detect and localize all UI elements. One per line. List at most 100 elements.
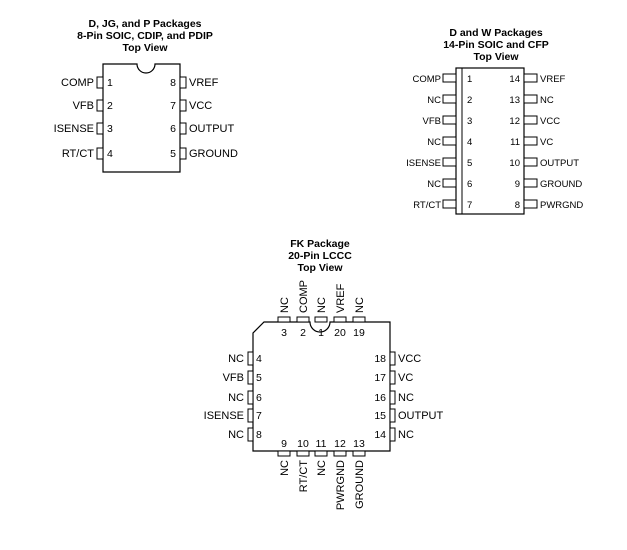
pin-name: VREF — [189, 77, 219, 89]
pin-lead — [314, 450, 328, 457]
pin-number: 3 — [107, 123, 113, 135]
pin-name: NC — [540, 95, 554, 106]
pin-number: 10 — [297, 438, 309, 450]
pin-name: PWRGND — [540, 200, 583, 211]
pin-name: RT/CT — [62, 148, 94, 160]
pin-name: NC — [228, 392, 244, 404]
pin-name: ISENSE — [54, 123, 94, 135]
pin-name: OUTPUT — [398, 410, 444, 422]
pin-lead — [277, 450, 291, 457]
pin-lead — [442, 199, 457, 209]
pin-lead — [442, 94, 457, 104]
pin-name: VFB — [223, 372, 244, 384]
package-title-line: D and W Packages — [449, 27, 543, 39]
pin-number: 7 — [467, 200, 472, 211]
package-20pin-lccc: FK Package 20-Pin LCCC Top View NC COMP … — [204, 238, 444, 510]
pin-name: NC — [316, 297, 328, 313]
pin-lead — [389, 370, 396, 385]
pin-name: VC — [398, 372, 413, 384]
pin-lead — [352, 450, 366, 457]
package-8pin: D, JG, and P Packages 8-Pin SOIC, CDIP, … — [54, 18, 238, 173]
pin-number: 11 — [510, 137, 520, 148]
pin-number: 5 — [256, 372, 262, 384]
pin-number: 20 — [334, 327, 346, 339]
pin-lead — [389, 390, 396, 405]
pin-number: 5 — [170, 148, 176, 160]
pin-name: NC — [354, 297, 366, 313]
pin-lead — [179, 76, 187, 89]
pin-number: 8 — [515, 200, 520, 211]
pin-number: 7 — [256, 410, 262, 422]
pin-name: NC — [279, 460, 291, 476]
pin-name: ISENSE — [204, 410, 244, 422]
pin-name: RT/CT — [298, 460, 310, 492]
pin-lead — [442, 157, 457, 167]
pin-lead — [247, 370, 254, 385]
pin-number: 1 — [467, 74, 472, 85]
pin-name: NC — [279, 297, 291, 313]
pin-name: NC — [398, 429, 414, 441]
pin-name: VC — [540, 137, 553, 148]
pin-name: COMP — [61, 77, 94, 89]
pin-number: 14 — [509, 74, 520, 85]
pin-name: NC — [427, 95, 441, 106]
pin-name: OUTPUT — [189, 123, 235, 135]
package-title-line: Top View — [122, 42, 168, 54]
pin-number: 6 — [467, 179, 472, 190]
chip-body — [252, 321, 391, 452]
pin-lead — [523, 199, 538, 209]
pin-name: VCC — [540, 116, 560, 127]
pin-name: VCC — [189, 100, 212, 112]
pin-name: VREF — [335, 283, 347, 313]
pin-number: 17 — [374, 372, 386, 384]
pin-lead — [277, 316, 291, 323]
pin-number: 13 — [509, 95, 520, 106]
pin-number: 4 — [467, 137, 472, 148]
pin-number: 9 — [281, 438, 287, 450]
pin-number: 5 — [467, 158, 472, 169]
pin-number: 16 — [374, 392, 386, 404]
pin-lead — [179, 147, 187, 160]
pin-number: 6 — [256, 392, 262, 404]
pin-name: PWRGND — [335, 460, 347, 510]
pin-lead — [179, 122, 187, 135]
pin-name: NC — [228, 353, 244, 365]
pin-name: VFB — [423, 116, 441, 127]
pin-lead — [523, 73, 538, 83]
pin-lead — [333, 450, 347, 457]
pin-number: 3 — [281, 327, 287, 339]
package-14pin: D and W Packages 14-Pin SOIC and CFP Top… — [406, 27, 583, 215]
pin-lead — [523, 115, 538, 125]
pin-lead — [523, 157, 538, 167]
package-title-line: Top View — [473, 51, 519, 63]
pin-lead — [247, 390, 254, 405]
pin-lead — [523, 178, 538, 188]
pin-lead — [179, 99, 187, 112]
chip-body — [102, 63, 181, 173]
pin-lead — [442, 73, 457, 83]
pin-number: 13 — [353, 438, 365, 450]
pin-name: VREF — [540, 74, 566, 85]
pin-name: COMP — [413, 74, 442, 85]
pin-number: 3 — [467, 116, 472, 127]
pin-number: 18 — [374, 353, 386, 365]
pin-number: 11 — [316, 438, 327, 450]
pin-number: 19 — [353, 327, 365, 339]
pin-number: 7 — [170, 100, 176, 112]
pin-number: 2 — [107, 100, 113, 112]
pin-number: 1 — [107, 77, 113, 89]
pin-name: NC — [228, 429, 244, 441]
pin-number: 4 — [107, 148, 113, 160]
pin-name: RT/CT — [413, 200, 441, 211]
pin-lead — [96, 147, 104, 160]
pin-lead — [442, 136, 457, 146]
pin-lead — [389, 351, 396, 366]
pin-name: VCC — [398, 353, 421, 365]
package-title-line: Top View — [297, 262, 343, 274]
pin-name: NC — [427, 179, 441, 190]
pin-number: 9 — [515, 179, 520, 190]
pin-number: 6 — [170, 123, 176, 135]
pin-lead — [442, 115, 457, 125]
pin-lead — [296, 316, 310, 323]
